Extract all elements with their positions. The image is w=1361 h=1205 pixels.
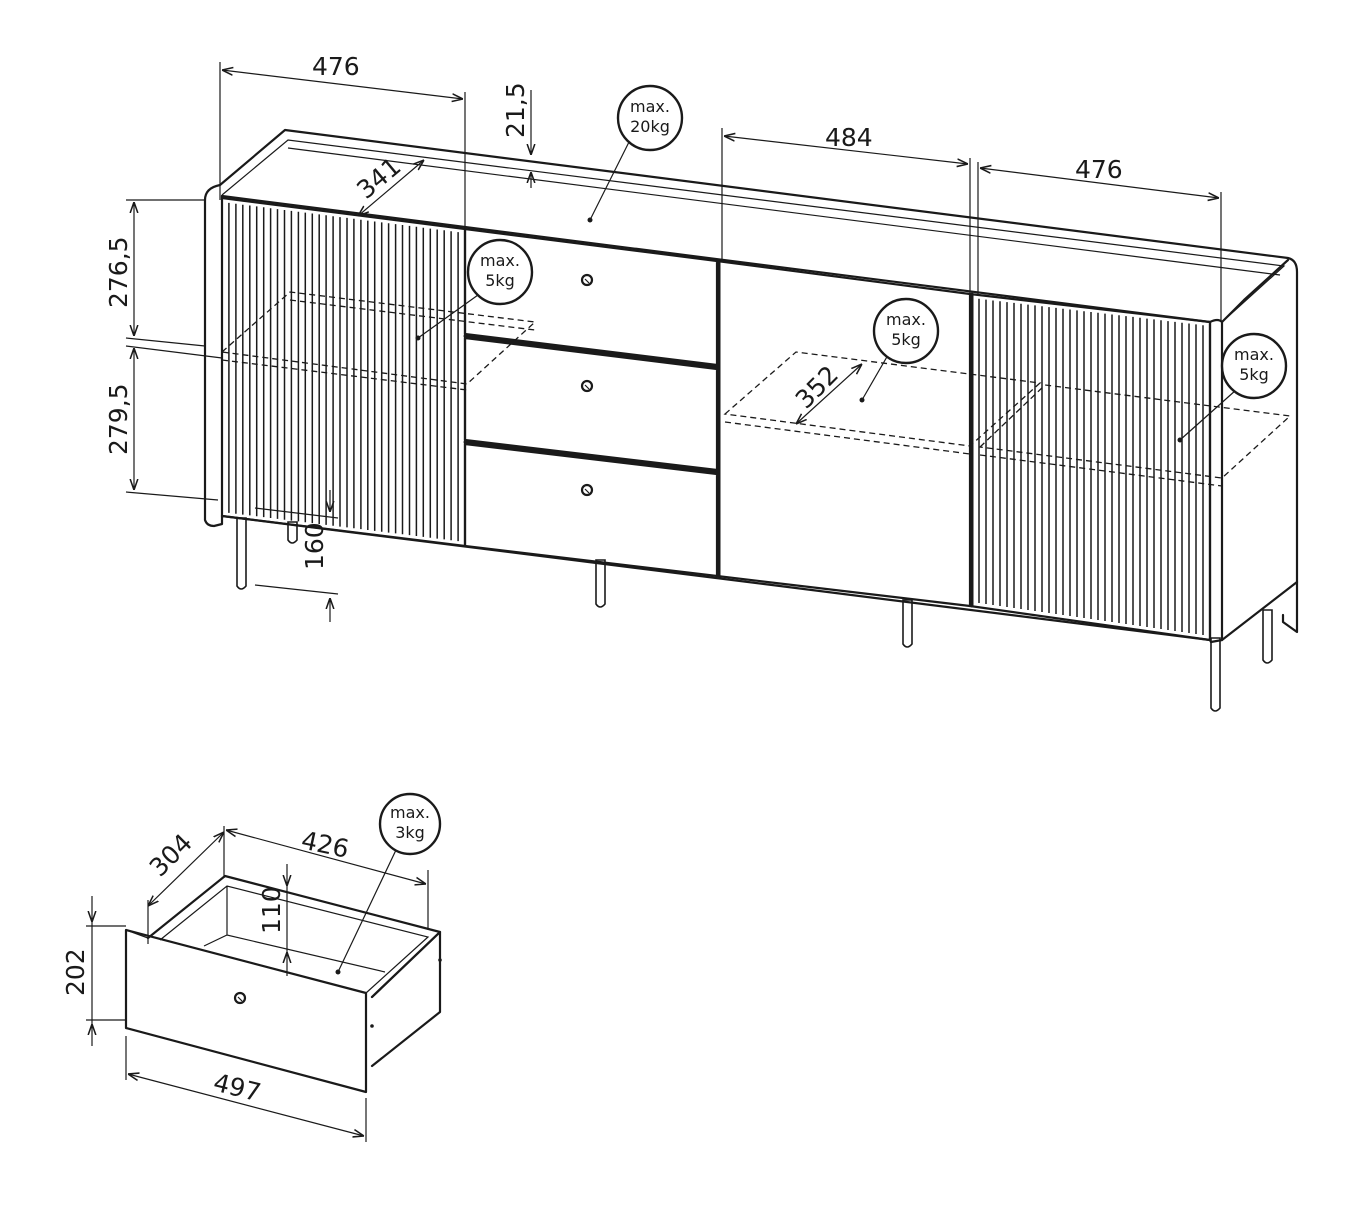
drawer-box-back <box>146 874 442 999</box>
middle-door-outline <box>715 259 972 608</box>
load-top-line1: max. <box>630 97 670 116</box>
dim-line-drawer-depth <box>148 832 224 906</box>
dim-line-shelf-depth <box>358 160 424 216</box>
leg-front-mid-right <box>902 599 913 648</box>
dim-shelf-depth: 341 <box>351 152 406 205</box>
sideboard <box>203 128 1299 712</box>
shelf-middle <box>723 351 1042 447</box>
hidden-shelves <box>220 291 1292 487</box>
shelf-right-front <box>979 454 1223 487</box>
load-bubble-middle-shelf: max. 5kg <box>859 297 940 403</box>
drawer-middle <box>463 336 719 472</box>
drawer-knob-2 <box>580 379 594 393</box>
dim-line-shelf-depth-middle <box>796 364 862 424</box>
drawer-bottom <box>463 442 719 578</box>
middle-plain-door <box>715 259 972 608</box>
drawer-side <box>370 930 442 1068</box>
drawer-box-inner <box>159 885 430 994</box>
load-left-line2: 5kg <box>485 271 515 290</box>
load-right-line2: 5kg <box>1239 365 1269 384</box>
drawer-detail: 304 426 110 202 497 max. 3kg <box>61 792 442 1142</box>
leg-front-mid-left <box>595 559 606 608</box>
drawer-gap-2 <box>463 440 719 474</box>
dim-lower-height: 279,5 <box>104 383 133 455</box>
right-side-panel <box>1208 318 1224 644</box>
left-fluted-door <box>220 196 467 548</box>
load-drawer-line1: max. <box>390 803 430 822</box>
load-bubble-drawer: max. 3kg <box>335 792 442 975</box>
drawer-front-panel <box>124 928 368 1094</box>
shelf-middle-front <box>724 421 971 455</box>
left-door-flutes <box>228 202 459 542</box>
top-panel-inner <box>221 139 1286 323</box>
dim-middle-width: 484 <box>825 123 873 152</box>
shelf-left-front <box>221 299 536 391</box>
shelf-left <box>220 291 537 385</box>
right-door-outline <box>968 292 1212 642</box>
drawer-detail-knob <box>233 991 247 1005</box>
load-bubble-left-shelf: max. 5kg <box>415 238 534 341</box>
load-top-line2: 20kg <box>630 117 670 136</box>
dim-drawer-front-width: 497 <box>211 1068 264 1108</box>
right-fluted-door <box>968 292 1212 642</box>
dim-line-left-width <box>222 70 463 99</box>
drawer-top <box>463 227 719 367</box>
dim-line-middle-width <box>724 136 968 164</box>
top-recess-line <box>287 147 1281 276</box>
left-door-outline <box>220 196 467 548</box>
load-labels: max. 20kg max. 5kg max. 5kg max. 5kg <box>415 84 1288 443</box>
leg-back-right <box>1262 609 1273 664</box>
dim-line-drawer-inner-width <box>226 830 426 884</box>
dim-drawer-front-height: 202 <box>61 948 90 996</box>
dim-drawer-inner-height: 110 <box>257 886 286 934</box>
drawer-knob-3 <box>580 483 594 497</box>
right-door-flutes <box>978 298 1204 635</box>
dim-leg-height: 160 <box>300 522 329 570</box>
top-panel-outer <box>203 128 1299 634</box>
leg-front-left <box>236 517 247 590</box>
right-side-outer <box>1220 258 1290 324</box>
dim-shelf-depth-middle: 352 <box>790 360 844 414</box>
leg-back-left <box>287 521 298 544</box>
dim-line-right-width <box>980 168 1219 198</box>
legs <box>236 517 1273 712</box>
dim-right-width: 476 <box>1075 155 1123 184</box>
drawer-knob-1 <box>580 273 594 287</box>
dim-drawer-depth: 304 <box>144 828 198 882</box>
load-middle-line2: 5kg <box>891 330 921 349</box>
dim-upper-height: 276,5 <box>104 236 133 308</box>
load-right-line1: max. <box>1234 345 1274 364</box>
load-bubble-right-shelf: max. 5kg <box>1177 332 1288 443</box>
load-left-line1: max. <box>480 251 520 270</box>
drawer-gap-1 <box>463 334 719 369</box>
right-side-bottom <box>1220 580 1299 642</box>
leg-front-right <box>1210 637 1221 712</box>
dim-left-width: 476 <box>312 52 360 81</box>
shelf-right <box>978 384 1292 479</box>
load-middle-line1: max. <box>886 310 926 329</box>
left-side-panel <box>203 194 224 528</box>
dim-top-thickness: 21,5 <box>501 82 530 138</box>
dim-line-drawer-front-width <box>128 1074 364 1136</box>
load-drawer-line2: 3kg <box>395 823 425 842</box>
load-bubble-top: max. 20kg <box>587 84 684 223</box>
dim-drawer-inner-width: 426 <box>299 826 352 864</box>
